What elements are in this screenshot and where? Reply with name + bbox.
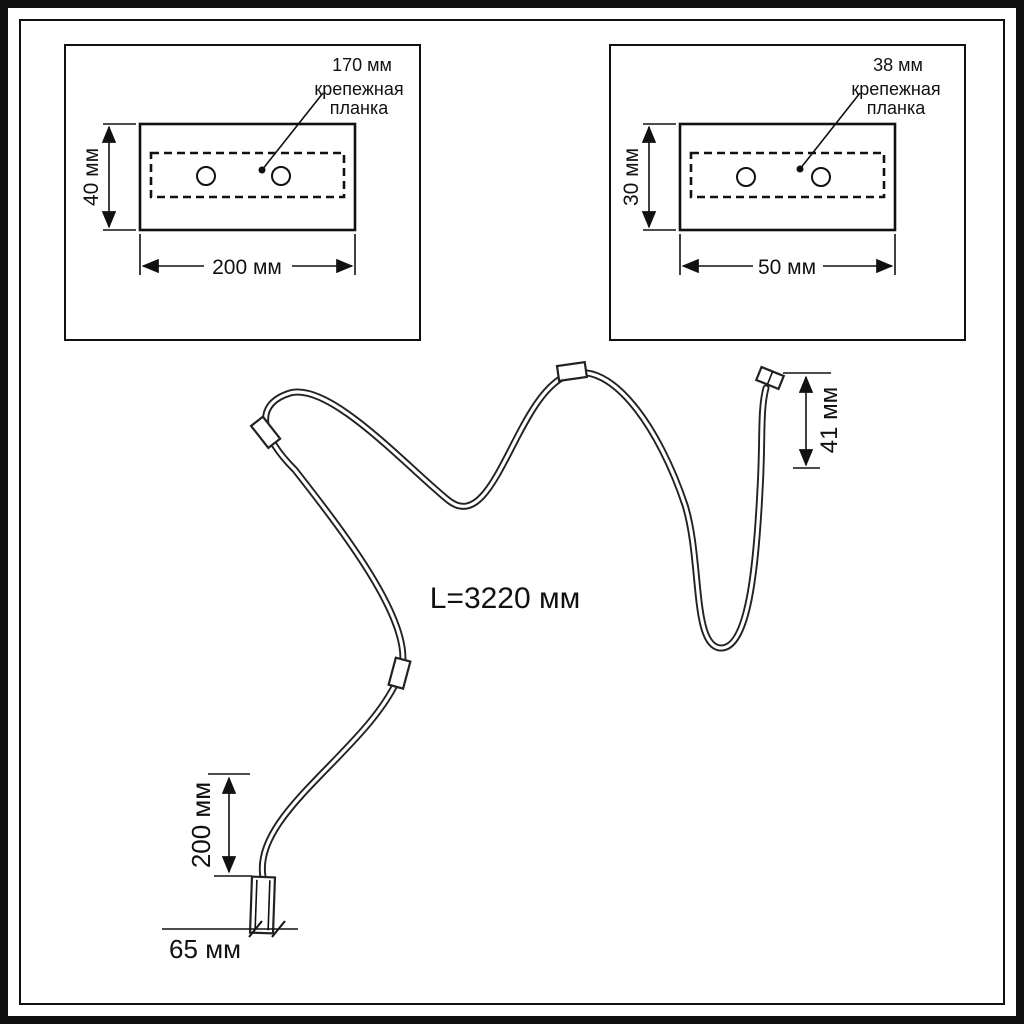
left-height-label: 40 мм <box>80 148 103 206</box>
right-height-label: 30 мм <box>620 148 643 206</box>
right-panel-border <box>609 44 966 341</box>
right-plate-hole-1 <box>736 167 756 187</box>
cable-end-cap-right <box>754 365 786 391</box>
left-callout-leader-dot <box>258 166 266 174</box>
cable-outline <box>258 369 770 881</box>
right-plate-hole-2 <box>811 167 831 187</box>
right-callout-leader-dot <box>796 165 804 173</box>
cable-ferrule-lower <box>387 656 412 690</box>
cable-ferrule-top <box>555 360 589 383</box>
left-plate-outline <box>138 122 357 232</box>
connector-width-tick-right <box>271 920 286 938</box>
right-width-label: 50 мм <box>758 256 816 279</box>
connector-width-label: 65 мм <box>169 934 241 964</box>
right-offset-label: 38 мм <box>873 55 923 75</box>
left-plate-slot-dashed <box>149 151 346 199</box>
left-callout-label-line2: планка <box>330 98 389 118</box>
cable-length-label: L=3220 мм <box>430 582 581 615</box>
left-panel-border <box>64 44 421 341</box>
right-callout-leader-line <box>799 92 861 170</box>
left-plate-hole-1 <box>196 166 216 186</box>
right-plate-slot-dashed <box>689 151 886 199</box>
connector-width-tick-left <box>248 920 263 938</box>
right-plate-outline <box>678 122 897 232</box>
left-callout-leader-line <box>261 92 324 171</box>
right-callout-label-line2: планка <box>867 98 926 118</box>
end-drop-label: 41 мм <box>816 387 843 453</box>
left-offset-label: 170 мм <box>332 55 392 75</box>
left-callout-label-line1: крепежная <box>314 79 403 99</box>
cable-figure: L=3220 мм 41 мм 200 мм 65 мм <box>162 360 843 964</box>
right-width-label-bg <box>753 255 823 278</box>
cable-ferrule-left <box>249 415 282 450</box>
lower-segment-label: 200 мм <box>186 782 216 868</box>
left-width-label-bg <box>204 255 292 278</box>
left-width-label: 200 мм <box>212 256 282 279</box>
cable-bottom-connector <box>248 875 277 935</box>
right-detail-panel: 38 мм крепежная планка 30 мм 50 мм <box>609 44 966 341</box>
left-detail-panel: 170 мм крепежная планка 40 мм 200 мм <box>64 44 421 341</box>
left-plate-hole-2 <box>271 166 291 186</box>
frame-inner <box>19 19 1005 1005</box>
right-callout-label-line1: крепежная <box>851 79 940 99</box>
cable-core <box>260 371 768 879</box>
